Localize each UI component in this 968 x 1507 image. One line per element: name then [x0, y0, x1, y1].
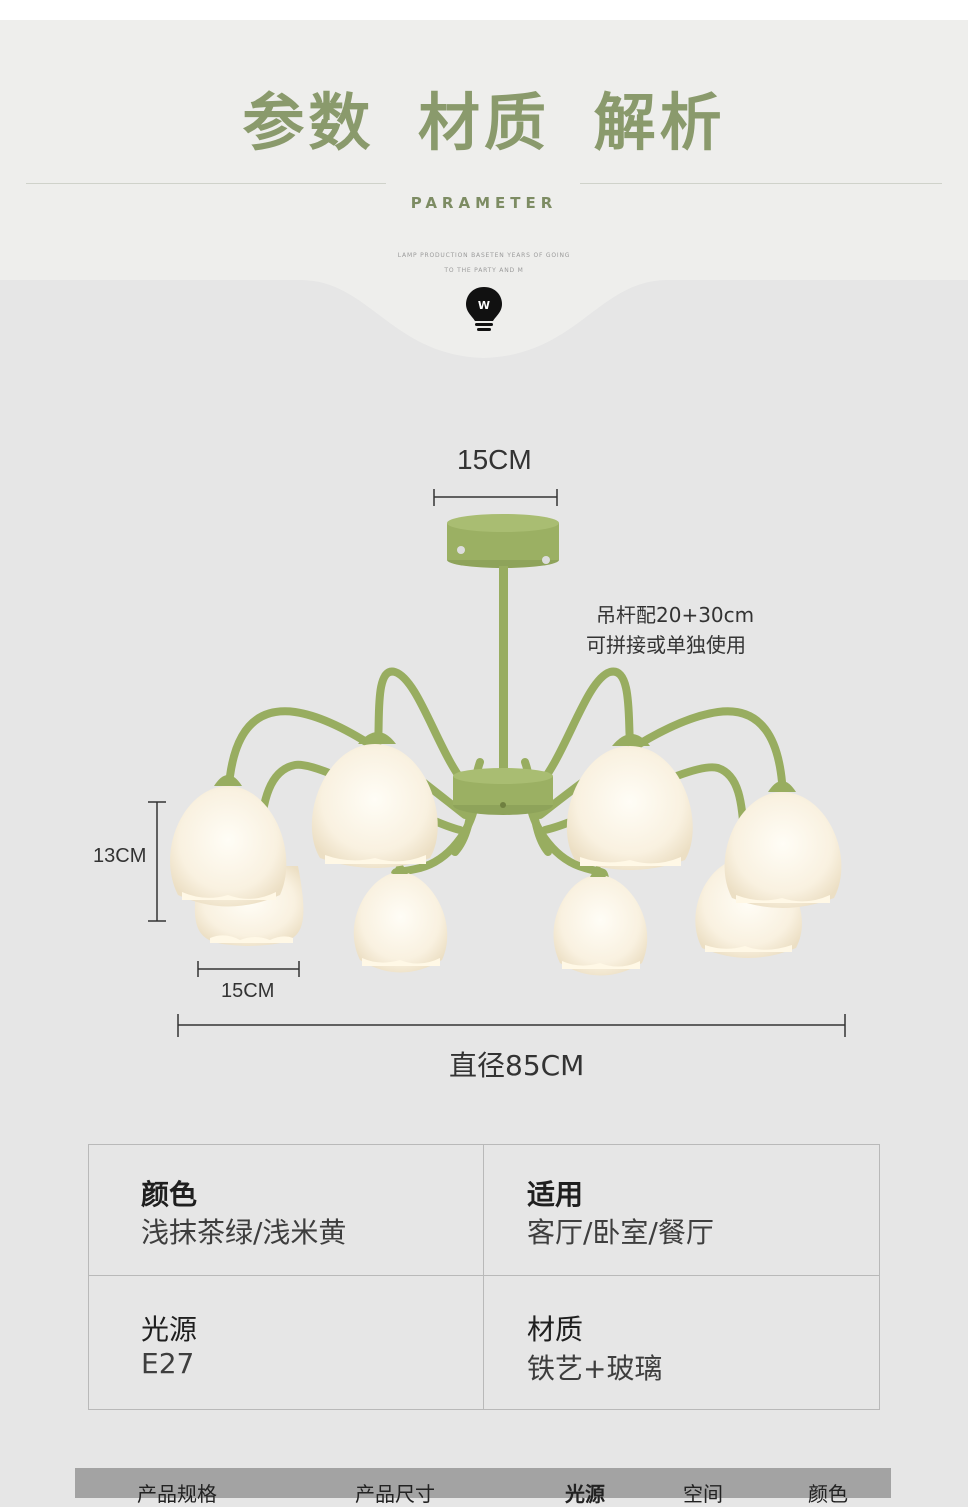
shade-front-center-left: [311, 732, 438, 868]
shade-back-center-right: [553, 863, 648, 976]
header-col-color: 颜色: [808, 1482, 848, 1506]
spec-table: 颜色 浅抹茶绿/浅米黄 适用 客厅/卧室/餐厅 光源 E27 材质 铁艺+玻璃: [88, 1144, 880, 1410]
shade-height-dimension: [148, 801, 166, 922]
top-width-label: 15CM: [457, 444, 532, 475]
ceiling-canopy: [447, 514, 559, 568]
shade-width-label: 15CM: [221, 980, 275, 1002]
diameter-label: 直径85CM: [449, 1049, 585, 1082]
hanging-rod: [499, 566, 508, 781]
shade-front-left: [170, 775, 287, 907]
header-col-size: 产品尺寸: [355, 1482, 435, 1506]
page-subtitle: PARAMETER: [410, 194, 558, 212]
spec-cell-color: 颜色 浅抹茶绿/浅米黄: [89, 1145, 484, 1276]
logo-letter: W: [478, 299, 490, 312]
chandelier-illustration: [148, 489, 846, 1037]
subtitle-divider-right: [580, 183, 942, 184]
diameter-dimension: [177, 1014, 846, 1037]
shade-back-center-left: [353, 860, 448, 973]
spec-cell-light-source: 光源 E27: [89, 1276, 484, 1409]
header-col-space: 空间: [683, 1482, 723, 1506]
top-width-dimension: [433, 489, 558, 506]
shade-front-center-right: [566, 734, 693, 870]
top-strip: [0, 0, 968, 20]
spec-label: 材质: [527, 1313, 584, 1346]
header-col-light: 光源: [565, 1482, 605, 1506]
spec-value: 铁艺+玻璃: [527, 1352, 663, 1385]
subtitle-divider-left: [26, 183, 386, 184]
rod-note-line-1: 吊杆配20+30cm: [596, 603, 755, 627]
spec-value: E27: [141, 1347, 195, 1380]
rod-note-line-2: 可拼接或单独使用: [586, 633, 746, 657]
spec-cell-usage: 适用 客厅/卧室/餐厅: [484, 1145, 879, 1276]
header-section: [0, 20, 968, 280]
bottom-table-header: 产品规格 产品尺寸 光源 空间 颜色: [75, 1468, 891, 1506]
spec-value: 浅抹茶绿/浅米黄: [141, 1216, 347, 1249]
shade-height-label: 13CM: [93, 845, 147, 867]
spec-label: 颜色: [141, 1178, 198, 1211]
bulb-logo-icon: W: [466, 287, 502, 331]
header-col-spec: 产品规格: [137, 1482, 217, 1506]
tagline-line-2: TO THE PARTY AND M: [444, 267, 524, 274]
center-hub: [453, 768, 553, 815]
spec-label: 光源: [141, 1313, 198, 1346]
shade-front-right: [724, 781, 842, 908]
shade-width-dimension: [197, 961, 300, 977]
spec-cell-material: 材质 铁艺+玻璃: [484, 1276, 879, 1409]
spec-label: 适用: [527, 1178, 584, 1211]
tagline-line-1: LAMP PRODUCTION BASETEN YEARS OF GOING: [397, 252, 571, 259]
page-title: 参数 材质 解析: [242, 86, 726, 159]
spec-value: 客厅/卧室/餐厅: [527, 1216, 714, 1249]
